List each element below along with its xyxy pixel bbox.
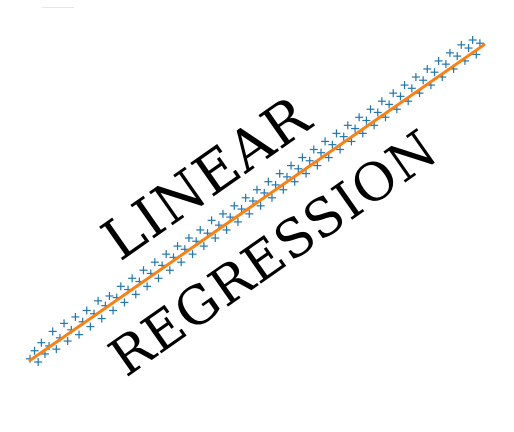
- data-point: [321, 137, 330, 146]
- data-point: [279, 185, 288, 194]
- data-point: [162, 250, 171, 259]
- data-point: [71, 312, 80, 321]
- data-point: [199, 242, 208, 251]
- data-point: [264, 177, 273, 186]
- data-point: [366, 105, 375, 114]
- data-point: [218, 209, 227, 218]
- data-point: [309, 145, 318, 154]
- data-point: [305, 156, 314, 165]
- data-point: [207, 216, 216, 225]
- data-point: [37, 338, 46, 347]
- data-point: [82, 306, 91, 315]
- data-point: [173, 242, 182, 251]
- data-point: [328, 140, 337, 149]
- data-point: [407, 84, 416, 93]
- data-point: [298, 153, 307, 162]
- data-point: [154, 274, 163, 283]
- data-point: [275, 169, 284, 178]
- data-point: [290, 177, 299, 186]
- data-point: [196, 225, 205, 234]
- data-point: [377, 97, 386, 106]
- data-point: [271, 180, 280, 189]
- data-point: [419, 76, 428, 85]
- data-point: [324, 153, 333, 162]
- data-point: [116, 282, 125, 291]
- data-point: [75, 330, 84, 339]
- data-point: [339, 132, 348, 141]
- data-point: [313, 161, 322, 170]
- data-point: [131, 290, 140, 299]
- data-point: [267, 193, 276, 202]
- data-point: [343, 121, 352, 130]
- data-point: [294, 164, 303, 173]
- data-point: [317, 148, 326, 157]
- data-point: [94, 296, 103, 305]
- data-point: [60, 319, 69, 328]
- data-point: [165, 266, 174, 275]
- data-point: [52, 345, 61, 354]
- data-point: [150, 258, 159, 267]
- data-point: [302, 169, 311, 178]
- data-point: [188, 250, 197, 259]
- points-layer: [26, 36, 484, 366]
- regression-line: [28, 43, 486, 362]
- data-point: [445, 48, 454, 57]
- data-point: [464, 44, 473, 53]
- data-point: [282, 172, 291, 181]
- data-point: [287, 161, 296, 170]
- data-point: [423, 64, 432, 73]
- data-point: [97, 314, 106, 323]
- data-point: [253, 185, 261, 194]
- data-point: [86, 322, 95, 331]
- data-point: [139, 266, 148, 275]
- data-point: [34, 358, 43, 366]
- data-point: [441, 60, 450, 69]
- data-point: [355, 113, 364, 122]
- data-point: [63, 337, 72, 346]
- data-point: [245, 209, 254, 218]
- top-divider: [42, 7, 74, 8]
- data-point: [241, 193, 250, 202]
- data-point: [400, 81, 409, 90]
- data-point: [222, 225, 231, 234]
- data-point: [230, 201, 239, 210]
- data-point: [453, 52, 462, 61]
- data-point: [177, 258, 186, 267]
- data-point: [336, 145, 345, 154]
- data-point: [430, 68, 439, 77]
- data-point: [233, 217, 242, 226]
- data-point: [260, 188, 269, 197]
- data-point: [468, 36, 477, 44]
- data-point: [396, 92, 405, 101]
- data-point: [411, 73, 420, 82]
- data-point: [256, 201, 265, 210]
- data-point: [30, 346, 39, 355]
- data-point: [385, 100, 394, 109]
- data-point: [457, 40, 466, 49]
- data-point: [105, 291, 114, 300]
- data-point: [128, 274, 137, 283]
- data-point: [48, 327, 57, 336]
- data-point: [362, 116, 371, 125]
- data-point: [434, 56, 443, 65]
- data-point: [143, 282, 152, 291]
- data-point: [120, 298, 129, 307]
- data-point: [184, 234, 193, 243]
- data-point: [211, 234, 220, 243]
- data-point: [109, 306, 118, 315]
- data-point: [332, 129, 341, 138]
- data-point: [389, 89, 398, 98]
- data-point: [351, 124, 360, 133]
- data-point: [373, 108, 382, 117]
